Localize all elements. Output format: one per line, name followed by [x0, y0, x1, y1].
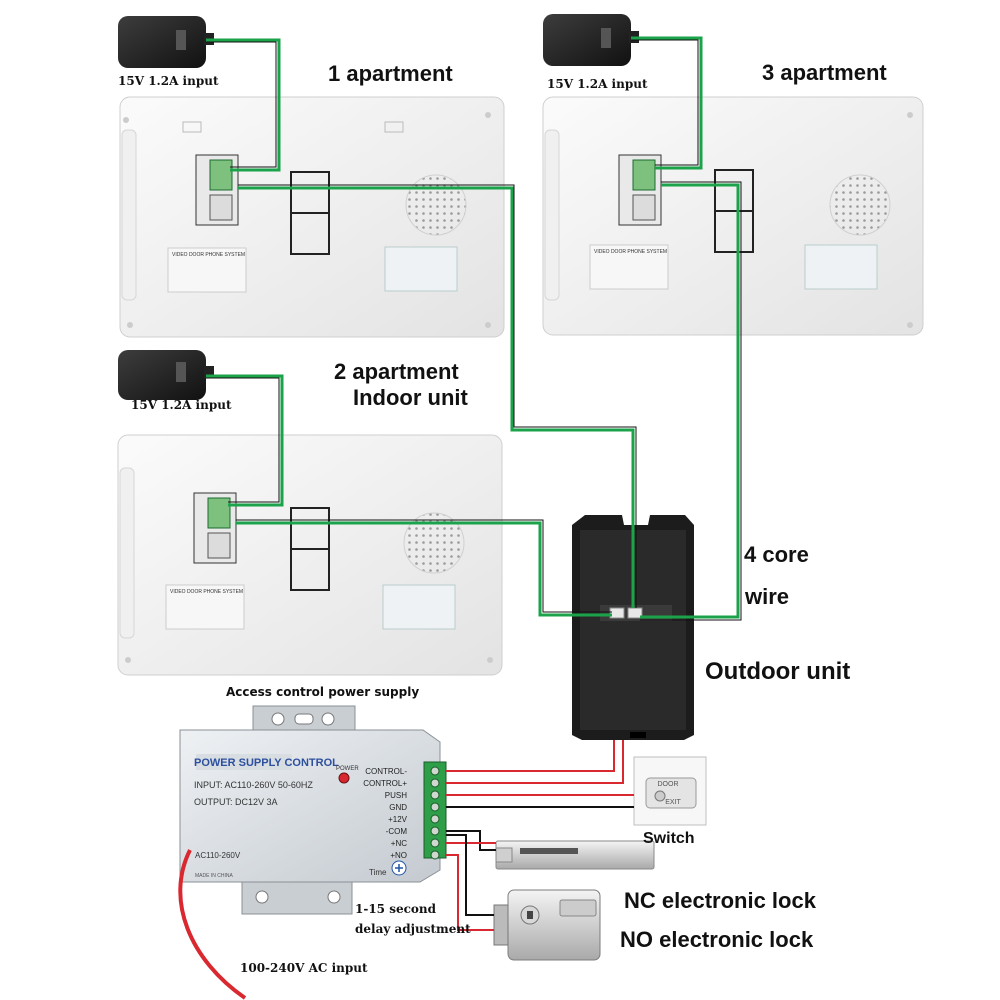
- ps-made-in: MADE IN CHINA: [195, 873, 233, 879]
- system-label-2: VIDEO DOOR PHONE SYSTEM: [170, 589, 243, 595]
- adapter-2-label: 15V 1.2A input: [131, 398, 232, 412]
- adapter-1-label: 15V 1.2A input: [118, 74, 219, 88]
- power-adapter-1: [118, 16, 214, 68]
- ps-input-spec: INPUT: AC110-260V 50-60HZ: [194, 780, 313, 790]
- switch-exit-text: EXIT: [665, 799, 681, 806]
- delay-label-line2: delay adjustment: [355, 922, 471, 936]
- ac-input-label: 100-240V AC input: [240, 961, 368, 975]
- system-label-1: VIDEO DOOR PHONE SYSTEM: [172, 252, 245, 258]
- nc-lock-label: NC electronic lock: [624, 888, 816, 913]
- no-lock-label: NO electronic lock: [620, 927, 814, 952]
- indoor-unit-2: VIDEO DOOR PHONE SYSTEM: [117, 434, 503, 676]
- terminal-12v: +12V: [388, 815, 408, 824]
- indoor-unit-1: VIDEO DOOR PHONE SYSTEM: [119, 96, 505, 338]
- power-supply-caption: Access control power supply: [226, 685, 420, 699]
- ps-ac-label: AC110-260V: [195, 851, 241, 860]
- no-electric-lock-device: [493, 889, 601, 961]
- exit-switch-device: DOOR EXIT: [633, 756, 707, 826]
- ps-title: POWER SUPPLY CONTROL: [194, 757, 339, 769]
- terminal-no: +NO: [390, 851, 407, 860]
- indoor-unit-label: Indoor unit: [353, 385, 468, 410]
- wire-label-line2: wire: [745, 584, 790, 609]
- outdoor-unit-label: Outdoor unit: [705, 658, 851, 685]
- terminal-com: -COM: [386, 827, 408, 836]
- switch-door-text: DOOR: [658, 781, 679, 788]
- terminal-nc: +NC: [391, 839, 407, 848]
- terminal-control-minus: CONTROL-: [365, 767, 407, 776]
- power-supply-labels: POWER SUPPLY CONTROL INPUT: AC110-260V 5…: [194, 757, 408, 879]
- ps-time-label: Time: [369, 868, 387, 877]
- ps-power-led-label: POWER: [336, 766, 359, 772]
- power-adapter-2: [118, 350, 214, 400]
- delay-label-line1: 1-15 second: [355, 902, 437, 916]
- nc-magnetic-lock-device: [495, 840, 655, 870]
- power-adapter-3: [543, 14, 639, 66]
- indoor-unit-3: VIDEO DOOR PHONE SYSTEM: [542, 96, 924, 336]
- apartment-3-label: 3 apartment: [762, 60, 887, 85]
- system-label-3: VIDEO DOOR PHONE SYSTEM: [594, 249, 667, 255]
- apartment-2-label: 2 apartment: [334, 359, 459, 384]
- power-supply-box: [179, 705, 447, 915]
- switch-label: Switch: [643, 830, 695, 847]
- wire-label-line1: 4 core: [744, 542, 809, 567]
- terminal-control-plus: CONTROL+: [363, 779, 407, 788]
- terminal-push: PUSH: [385, 791, 407, 800]
- terminal-gnd: GND: [389, 803, 407, 812]
- adapter-3-label: 15V 1.2A input: [547, 77, 648, 91]
- wires: [178, 36, 742, 1000]
- apartment-1-label: 1 apartment: [328, 61, 453, 86]
- ps-output-spec: OUTPUT: DC12V 3A: [194, 797, 278, 807]
